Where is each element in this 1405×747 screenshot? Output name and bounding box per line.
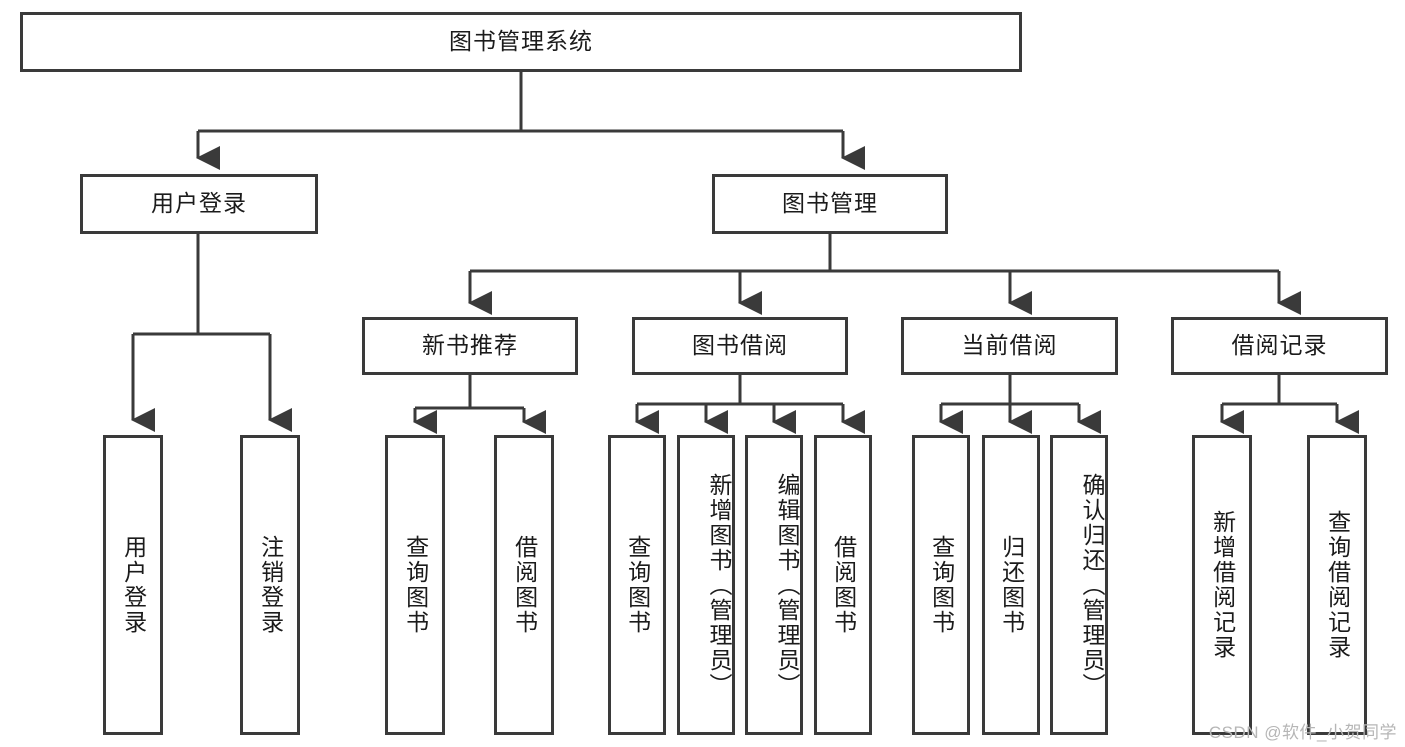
- node-label: 查询图书: [624, 535, 651, 635]
- node-label: 图书借阅: [692, 332, 788, 359]
- leaf-borrow-record-query-record[interactable]: 查询借阅记录: [1307, 435, 1367, 735]
- node-label: 查询借阅记录: [1324, 510, 1351, 660]
- node-label: 归还图书: [998, 535, 1025, 635]
- node-label: 图书管理系统: [449, 28, 593, 55]
- node-book-management[interactable]: 图书管理: [712, 174, 948, 234]
- node-user-login[interactable]: 用户登录: [80, 174, 318, 234]
- leaf-new-book-query-book[interactable]: 查询图书: [385, 435, 445, 735]
- leaf-book-borrow-borrow-book[interactable]: 借阅图书: [814, 435, 872, 735]
- node-label: 当前借阅: [961, 332, 1058, 359]
- node-current-borrow[interactable]: 当前借阅: [901, 317, 1118, 375]
- node-label: 借阅图书: [511, 535, 538, 635]
- leaf-current-borrow-return-book[interactable]: 归还图书: [982, 435, 1040, 735]
- leaf-book-borrow-query-book[interactable]: 查询图书: [608, 435, 666, 735]
- node-label: 注销登录: [257, 535, 284, 635]
- node-label: 新书推荐: [422, 332, 518, 359]
- node-new-book-recommend[interactable]: 新书推荐: [362, 317, 578, 375]
- watermark: CSDN @软件_小贺同学: [1208, 723, 1397, 742]
- leaf-borrow-record-add-record[interactable]: 新增借阅记录: [1192, 435, 1252, 735]
- node-label: 借阅图书: [830, 535, 857, 635]
- leaf-current-borrow-query-book[interactable]: 查询图书: [912, 435, 970, 735]
- node-root-book-management-system[interactable]: 图书管理系统: [20, 12, 1022, 72]
- node-label: 新增图书（管理员）: [706, 472, 732, 698]
- node-borrow-record[interactable]: 借阅记录: [1171, 317, 1388, 375]
- node-label: 用户登录: [151, 190, 247, 217]
- node-label: 图书管理: [782, 190, 878, 217]
- leaf-current-borrow-confirm-return-admin[interactable]: 确认归还（管理员）: [1050, 435, 1108, 735]
- node-label: 编辑图书（管理员）: [774, 472, 800, 698]
- leaf-user-login-logout[interactable]: 注销登录: [240, 435, 300, 735]
- node-label: 查询图书: [402, 535, 429, 635]
- node-label: 查询图书: [928, 535, 955, 635]
- node-label: 确认归还（管理员）: [1079, 472, 1105, 698]
- node-label: 用户登录: [120, 535, 147, 635]
- leaf-user-login-login[interactable]: 用户登录: [103, 435, 163, 735]
- leaf-book-borrow-add-book-admin[interactable]: 新增图书（管理员）: [677, 435, 735, 735]
- leaf-new-book-borrow-book[interactable]: 借阅图书: [494, 435, 554, 735]
- leaf-book-borrow-edit-book-admin[interactable]: 编辑图书（管理员）: [745, 435, 803, 735]
- node-label: 借阅记录: [1231, 332, 1328, 359]
- node-book-borrow[interactable]: 图书借阅: [632, 317, 848, 375]
- node-label: 新增借阅记录: [1209, 510, 1236, 660]
